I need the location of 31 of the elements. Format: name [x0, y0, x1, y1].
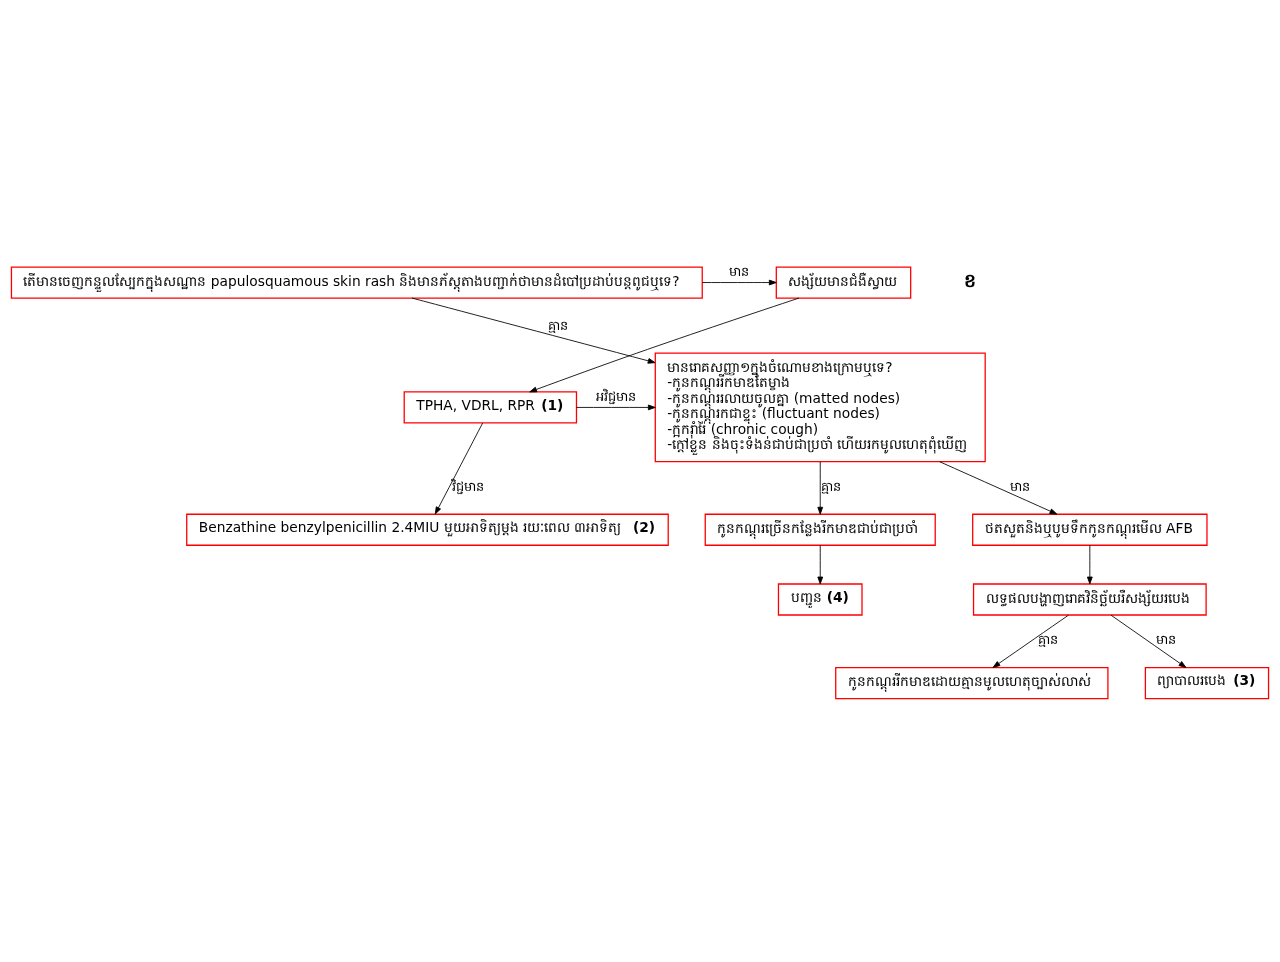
- arrow: [1110, 614, 1187, 668]
- arrow: [529, 297, 800, 392]
- node-box: តើមានចេញកន្ទួលស្បែកក្នុងសណ្ឋាន papulosquamous skin rash និងមានភ័ស្តុតាងបញ្ជាក់ថាមានដំបៅប្រដាប់បន្តពូជឬទេ?: [10, 265, 703, 299]
- arrow: [1087, 544, 1093, 584]
- arrow: [939, 460, 1058, 515]
- node-box: កូនកណ្តុរច្រើនកន្លែងរីកមាឌជាប់ជាប្រចាំ: [704, 513, 936, 546]
- arrow: [434, 422, 484, 514]
- edge-label: អវិជ្ជមាន: [595, 388, 636, 404]
- arrow: [817, 460, 824, 515]
- node-box: កូនកណ្តុររីកមាឌដោយគ្មានមូលហេតុច្បាស់លាស់: [835, 666, 1109, 699]
- arrow: [411, 297, 656, 364]
- node-box: លទ្ធផលបង្ហាញរោគវិនិច្ឆ័យរឺសង្ស័យរបេង: [972, 582, 1207, 616]
- edge-label: មាន: [729, 263, 750, 279]
- edge-label: គ្មាន: [547, 317, 568, 333]
- edge-label: មាន: [1156, 631, 1177, 647]
- edge-label: វិជ្ជមាន: [452, 478, 485, 494]
- arrow: [576, 404, 656, 410]
- node-box: Benzathine benzylpenicillin 2.4MIU មួយអាទិត្យម្តង រយៈពេល ៣អាទិត្យ (2): [186, 513, 669, 546]
- edge-label: គ្មាន: [1038, 631, 1059, 647]
- node-box: មានរោគសញ្ញា១ក្នុងចំណោមខាងក្រោមឬទេ? -កូនកណ្តុររីកមាឌតែម្ខាង -កូនកណ្តុររលាយចូលគ្នា (matted nodes) -កូនកណ្តុរកជាខ្ទុះ (fluctuant nodes) -ក្អករ៉ាំរ៉ៃ (chronic cough) -ក្តៅខ្លួន និងចុះទំងន់ជាប់ជាប្រចាំ ហើយរកមូលហេតុពុំឃើញ: [654, 352, 986, 462]
- node-box: ព្យាបាលរបេង (3): [1144, 666, 1270, 699]
- node-box: TPHA, VDRL, RPR (1): [403, 390, 578, 424]
- node-box: ថតសួតនិងឬបូមទឹកកូនកណ្តុរមើល AFB: [972, 513, 1208, 546]
- node-box: បញ្ជូន (4): [777, 582, 863, 616]
- label: ខ: [964, 268, 977, 290]
- edge-label: គ្មាន: [821, 478, 841, 494]
- arrow: [992, 614, 1069, 668]
- node-box: សង្ស័យមានជំងឺស្វាយ: [775, 265, 912, 299]
- arrow: [817, 544, 824, 584]
- arrow: [701, 279, 777, 285]
- edge-label: មាន: [1010, 478, 1031, 494]
